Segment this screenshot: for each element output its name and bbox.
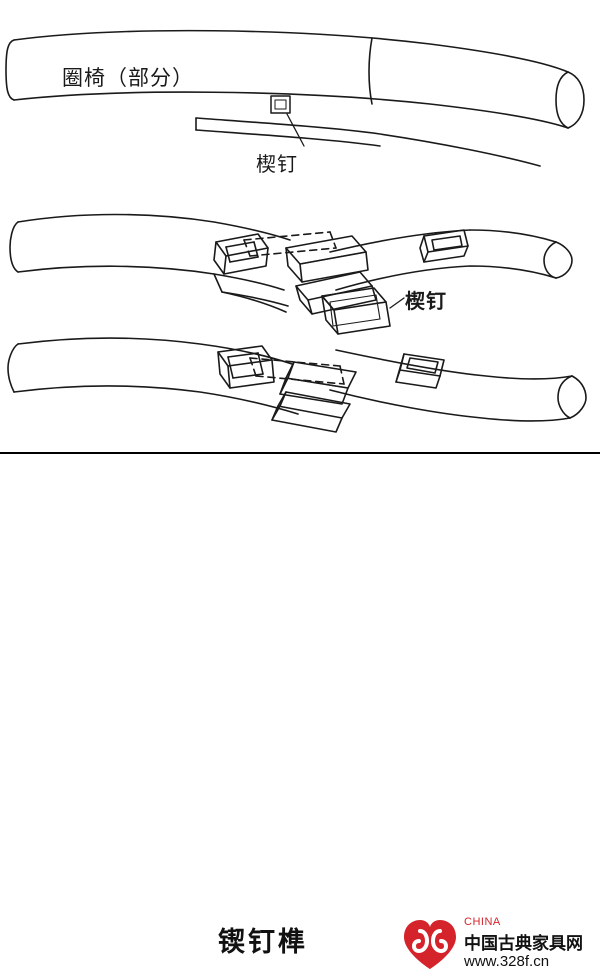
brand-china-label: CHINA: [464, 916, 501, 928]
brand-text: CHINA 中国古典家具网 www.328f.cn: [464, 916, 596, 972]
brand-block[interactable]: CHINA 中国古典家具网 www.328f.cn: [400, 914, 596, 976]
brand-site-url[interactable]: www.328f.cn: [464, 953, 550, 970]
heart-logo: [404, 920, 456, 969]
label-wedge-top: 楔钉: [256, 152, 298, 176]
joint-exploded-upper-view: [9, 213, 573, 315]
diagram-area: 圈椅（部分） 楔钉 楔钉: [0, 0, 600, 452]
brand-site-name: 中国古典家具网: [464, 934, 583, 954]
wedge-piece-view: [321, 287, 405, 335]
footer-divider: [0, 452, 600, 454]
diagram-caption: 锲钉榫: [218, 927, 308, 958]
label-chair-part: 圈椅（部分）: [62, 66, 194, 90]
joinery-diagram: [5, 29, 587, 433]
footer: 锲钉榫 CHINA 中国古典家具网 www.328f.cn: [0, 452, 600, 970]
label-wedge-middle: 楔钉: [405, 289, 447, 313]
joint-exploded-lower-view: [7, 337, 587, 433]
armrest-assembled-view: [5, 29, 585, 167]
